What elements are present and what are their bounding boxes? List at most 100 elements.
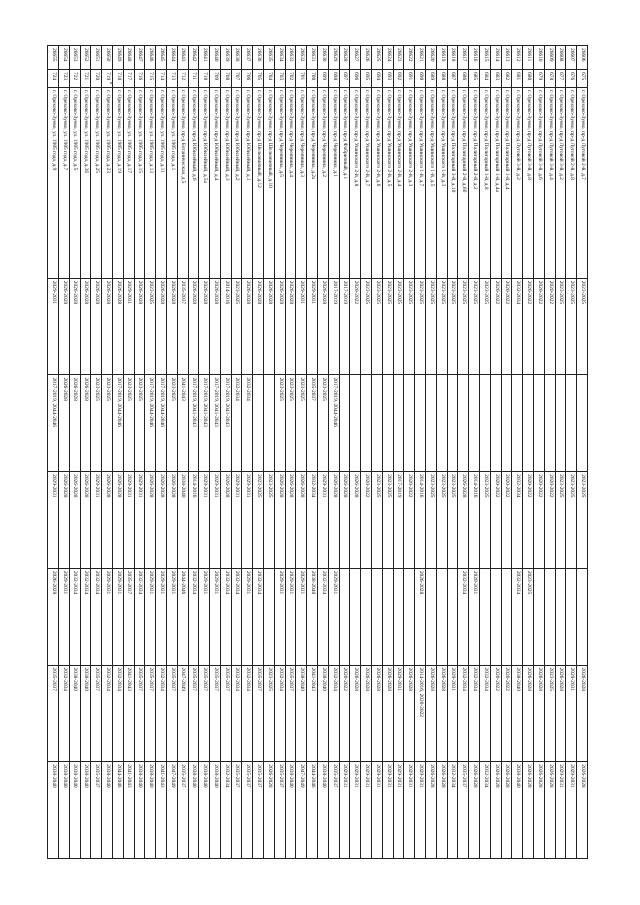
period-cell-5: 2047-2049 <box>177 665 189 762</box>
period-cell-3: 2038-2040 <box>177 471 189 569</box>
address-cell: г. Орехово-Зуево, пр-д Ушинского 2-й, д.… <box>382 87 394 279</box>
period-cell-6: 2026-2028 <box>436 761 448 859</box>
period-cell-4 <box>393 568 404 666</box>
period-cell-5: 2026-2028 <box>522 665 534 762</box>
period-cell-4: 2032-2034 <box>317 568 329 666</box>
period-cell-1: 2014-2016 <box>220 278 232 375</box>
period-cell-5: 2026-2028 <box>576 665 588 762</box>
row-number-cell: 707 <box>231 69 242 88</box>
row-number-cell: 680 <box>522 69 534 88</box>
period-cell-6: 2044-2046 <box>112 761 124 859</box>
period-cell-1: 2023-2025 <box>360 278 372 375</box>
period-cell-4: 2029-2031 <box>295 568 307 666</box>
period-cell-1: 2023-2025 <box>436 278 448 375</box>
period-cell-5: 2035-2037 <box>285 665 296 762</box>
period-cell-4: 2026-2028 <box>414 568 426 666</box>
address-cell: г. Орехово-Зуево, пр-д Юбилейный, д.5а <box>198 87 210 279</box>
period-cell-1: 2026-2028 <box>285 278 296 375</box>
address-cell: г. Орехово-Зуево, пр-д Юбилейный, д.1 <box>242 87 253 279</box>
period-cell-1: 2020-2022 <box>349 278 361 375</box>
period-cell-1: 2023-2025 <box>144 278 156 375</box>
period-cell-3: 2029-2031 <box>317 471 329 569</box>
row-number-cell: 711 <box>188 69 199 88</box>
period-cell-1: 2029-2031 <box>123 278 135 375</box>
period-cell-2 <box>511 374 523 472</box>
row-number-cell: 709 <box>209 69 221 88</box>
period-cell-1: 2026-2028 <box>252 278 264 375</box>
period-cell-1: 2020-2022 <box>501 278 512 375</box>
address-cell: г. Орехово-Зуево, пр-д Черепнина, д.2 <box>317 87 329 279</box>
period-cell-2 <box>252 374 264 472</box>
period-cell-2: 2023-2025 <box>317 374 329 472</box>
period-cell-1: 2026-2028 <box>166 278 178 375</box>
period-cell-3: 2026-2028 <box>349 471 361 569</box>
period-cell-5: 2035-2037 <box>144 665 156 762</box>
period-cell-5: 2032-2034 <box>479 665 491 762</box>
period-cell-2 <box>436 374 448 472</box>
record-id-cell: 26641 <box>198 45 210 70</box>
period-cell-4: 2038-2040 <box>306 568 318 666</box>
record-id-cell: 26650 <box>101 45 113 70</box>
record-id-cell: 26623 <box>393 45 404 70</box>
record-id-cell: 26648 <box>123 45 135 70</box>
record-id-cell: 26646 <box>144 45 156 70</box>
period-cell-4: 2032-2034 <box>188 568 199 666</box>
period-cell-4: 2029-2031 <box>242 568 253 666</box>
period-cell-2 <box>544 374 556 472</box>
period-cell-5: 2026-2028 <box>371 665 383 762</box>
period-cell-3: 2020-2022 <box>360 471 372 569</box>
record-id-cell: 26637 <box>242 45 253 70</box>
period-cell-4: 2029-2031 <box>166 568 178 666</box>
period-cell-2 <box>522 374 534 472</box>
period-cell-4 <box>479 568 491 666</box>
period-cell-6: 2047-2049 <box>295 761 307 859</box>
period-cell-3: 2026-2028 <box>220 471 232 569</box>
record-id-cell: 26655 <box>47 45 59 70</box>
record-id-cell: 26631 <box>306 45 318 70</box>
period-cell-6: 2026-2028 <box>468 761 480 859</box>
period-cell-3: 2026-2028 <box>328 471 340 569</box>
period-cell-6: 2038-2040 <box>144 761 156 859</box>
period-cell-5: 2020-2022 <box>490 665 502 762</box>
period-cell-2 <box>403 374 415 472</box>
address-cell: г. Орехово-Зуево, пр-д Юбилейный, д.6 <box>188 87 199 279</box>
period-cell-3: 2020-2022 <box>522 471 534 569</box>
row-number-cell: 678 <box>544 69 556 88</box>
record-id-cell: 26620 <box>425 45 437 70</box>
period-cell-1: 2026-2028 <box>209 278 221 375</box>
period-cell-5: 2032-2034 <box>231 665 242 762</box>
period-cell-4: 2032-2034 <box>252 568 264 666</box>
period-cell-5: 2035-2037 <box>134 665 145 762</box>
period-cell-1: 2026-2028 <box>134 278 145 375</box>
period-cell-1: 2032-2034 <box>511 278 523 375</box>
period-cell-4: 2032-2034 <box>457 568 469 666</box>
period-cell-6: 2035-2037 <box>328 761 340 859</box>
period-cell-6: 2026-2028 <box>533 761 545 859</box>
period-cell-5: 2026-2028 <box>533 665 545 762</box>
period-cell-6: 2035-2037 <box>252 761 264 859</box>
period-cell-6: 2029-2031 <box>339 761 350 859</box>
record-id-cell: 26608 <box>555 45 566 70</box>
row-number-cell: 687 <box>447 69 458 88</box>
period-cell-5: 2038-2040 <box>69 665 81 762</box>
period-cell-6: 2035-2037 <box>177 761 189 859</box>
address-cell: г. Орехово-Зуево, ул. 1905 года, д.3б <box>80 87 91 279</box>
period-cell-1: 2026-2028 <box>188 278 199 375</box>
period-cell-1: 2026-2028 <box>317 278 329 375</box>
